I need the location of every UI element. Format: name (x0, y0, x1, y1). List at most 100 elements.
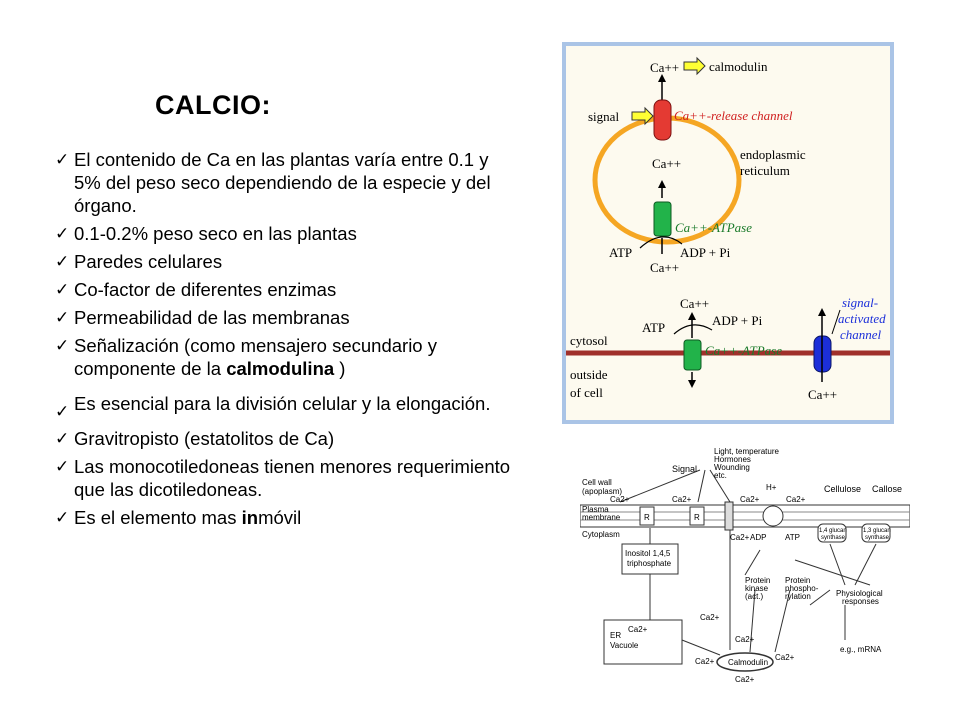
connector-line (619, 469, 701, 503)
bullet-item: ✓Co-factor de diferentes enzimas (55, 279, 337, 300)
label-ca2: Ca2+ (740, 495, 760, 504)
label-phosphorylation: phospho- (785, 584, 819, 593)
signal-arrow (831, 309, 841, 335)
label-calmodulin: Calmodulin (728, 658, 768, 667)
slide-title: CALCIO: (155, 90, 271, 120)
label-atp: ATP (609, 245, 632, 260)
checkmark-icon: ✓ (55, 336, 70, 355)
glucan-synthase-13 (861, 523, 891, 543)
label-cellulose: Cellulose (824, 484, 861, 494)
label-ca2: Ca2+ (695, 657, 715, 666)
er-ca-atpase (653, 201, 672, 237)
atp-curve-arrow (639, 236, 683, 249)
bullet-item: ✓Las monocotiledoneas tienen menores req… (55, 456, 511, 500)
label-er: ER (610, 631, 621, 640)
label-synthase: 1,3 glucan (863, 528, 891, 534)
label-adp: ADP + Pi (712, 313, 763, 328)
yellow-arrow-icon (631, 106, 654, 126)
label-r: R (694, 513, 700, 522)
label-physiological: responses (842, 597, 879, 606)
bullet-item: ✓Paredes celulares (55, 251, 223, 272)
label-plasma: membrane (582, 513, 621, 522)
label-ca2: Ca2+ (730, 533, 750, 542)
connector-line (749, 589, 756, 653)
pm-ca-atpase (683, 339, 702, 371)
calcium-transport-diagram: Ca++ calmodulin signal Ca++-release chan… (562, 42, 894, 424)
label-light: Light, temperature (714, 447, 779, 456)
label-adp: ADP (750, 533, 766, 542)
label-signal-activated: signal- (842, 295, 878, 310)
connector-line (794, 559, 871, 586)
connector-line (809, 589, 831, 606)
label-callose: Callose (872, 484, 902, 494)
ca-release-channel (653, 99, 672, 141)
label-signal: Signal (672, 464, 697, 474)
label-ca2: Ca2+ (700, 613, 720, 622)
label-ca2: Ca2+ (628, 625, 648, 634)
label-protein-kinase: kinase (745, 584, 769, 593)
bullet-item: ✓Es esencial para la división celular y … (55, 385, 517, 422)
label-atp: ATP (642, 320, 665, 335)
checkmark-icon: ✓ (55, 150, 70, 169)
label-protein-kinase: (act.) (745, 592, 764, 601)
h-pump (762, 505, 784, 527)
connector-line (697, 469, 706, 503)
label-signal-activated: activated (838, 311, 886, 326)
label-pm-atpase: Ca++-ATPase (705, 343, 782, 358)
checkmark-icon: ✓ (55, 429, 70, 448)
label-inositol: Inositol 1,4,5 (625, 549, 671, 558)
label-cytoplasm: Cytoplasm (582, 530, 620, 539)
label-physiological: Physiological (836, 589, 883, 598)
label-vacuole: Vacuole (610, 641, 639, 650)
receptor (689, 506, 705, 526)
label-phosphorylation: rylation (785, 592, 811, 601)
label-ca: Ca++ (650, 260, 679, 275)
label-synthase: synthase (865, 535, 890, 541)
label-ca: Ca++ (650, 60, 679, 75)
label-etc: etc. (714, 471, 727, 480)
arrow-head-icon (688, 380, 696, 388)
channel (724, 501, 734, 531)
label-er: reticulum (740, 163, 790, 178)
connector-line (829, 543, 846, 586)
arrow-head-icon (688, 312, 696, 320)
checkmark-icon: ✓ (55, 308, 70, 327)
label-signal-activated: channel (840, 327, 882, 342)
diagram-frame (562, 42, 894, 424)
connector-line (854, 543, 877, 586)
arrow-head-icon (658, 74, 666, 82)
glucan-synthase-14 (817, 523, 847, 543)
label-ca: Ca++ (680, 296, 709, 311)
yellow-arrow-icon (683, 56, 706, 76)
calcium-signaling-diagram: Light, temperature Hormones Wounding etc… (580, 447, 910, 684)
label-ca: Ca++ (808, 387, 837, 402)
connector-line (681, 639, 721, 656)
label-cell-wall: (apoplasm) (582, 487, 622, 496)
checkmark-icon: ✓ (55, 508, 70, 527)
label-ca2: Ca2+ (786, 495, 806, 504)
checkmark-icon: ✓ (55, 402, 70, 421)
checkmark-icon: ✓ (55, 224, 70, 243)
arrow-head-icon (818, 308, 826, 316)
label-outside: of cell (570, 385, 603, 400)
label-atp: ATP (785, 533, 800, 542)
label-outside: outside (570, 367, 608, 382)
label-r: R (644, 513, 650, 522)
label-inositol: triphosphate (627, 559, 672, 568)
label-ca2: Ca2+ (610, 495, 630, 504)
connector-line (774, 589, 791, 653)
calmodulin-ellipse (716, 652, 774, 672)
label-synthase: 1,4 glucan (819, 528, 847, 534)
bullet-item: ✓El contenido de Ca en las plantas varía… (55, 149, 491, 216)
label-ca2: Ca2+ (735, 635, 755, 644)
label-eg: e.g., mRNA (840, 645, 882, 654)
bullet-item: ✓Permeabilidad de las membranas (55, 307, 350, 328)
label-cytosol: cytosol (570, 333, 608, 348)
label-cell-wall: Cell wall (582, 478, 612, 487)
checkmark-icon: ✓ (55, 457, 70, 476)
bullet-item: ✓0.1-0.2% peso seco en las plantas (55, 223, 357, 244)
label-synthase: synthase (821, 535, 846, 541)
checkmark-icon: ✓ (55, 280, 70, 299)
label-ca2: Ca2+ (735, 675, 755, 684)
connector-line (744, 549, 761, 576)
